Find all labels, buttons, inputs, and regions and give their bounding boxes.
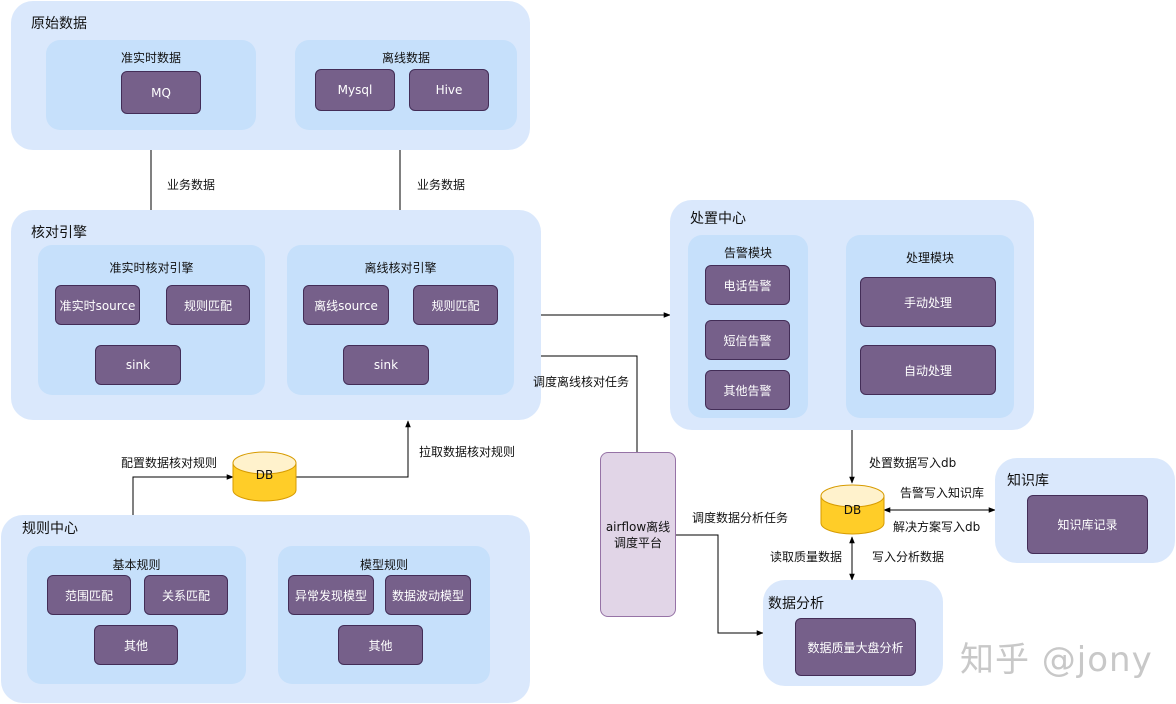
label-read-quality: 读取质量数据 — [770, 550, 843, 564]
label-write-analysis: 写入分析数据 — [872, 550, 945, 564]
raw-data-panel: 原始数据 准实时数据 MQ 离线数据 Mysql Hive — [11, 1, 530, 150]
quality-dashboard-node[interactable]: 数据质量大盘分析 — [795, 618, 916, 676]
arrow-db-to-engine — [296, 420, 411, 478]
basic-rules-group: 基本规则 范围匹配 关系匹配 其他 — [27, 546, 246, 684]
offline-source-node[interactable]: 离线source — [303, 285, 389, 325]
db-right-cylinder — [820, 484, 885, 535]
db-left-cylinder — [232, 451, 297, 502]
alarm-module-group: 告警模块 电话告警 短信告警 其他告警 — [688, 235, 808, 418]
handle-module-group: 处理模块 手动处理 自动处理 — [846, 235, 1014, 418]
mq-node[interactable]: MQ — [121, 71, 201, 114]
other-alarm-node[interactable]: 其他告警 — [705, 370, 790, 410]
offline-engine-title: 离线核对引擎 — [364, 261, 437, 275]
raw-data-title: 原始数据 — [31, 16, 87, 32]
sms-alarm-node[interactable]: 短信告警 — [705, 320, 790, 360]
basic-rules-title: 基本规则 — [112, 558, 161, 572]
knowledge-panel: 知识库 知识库记录 — [995, 458, 1175, 563]
label-config-rules: 配置数据核对规则 — [121, 456, 218, 470]
label-schedule-offline: 调度离线核对任务 — [533, 375, 630, 389]
knowledge-title: 知识库 — [1007, 473, 1049, 489]
hive-node[interactable]: Hive — [409, 69, 489, 111]
rules-panel: 规则中心 基本规则 范围匹配 关系匹配 其他 模型规则 异常发现模型 数据波动模… — [1, 515, 530, 703]
db-right-label: DB — [843, 503, 862, 517]
label-solution-to-db: 解决方案写入db — [893, 520, 981, 534]
airflow-line1: airflow离线 — [605, 519, 671, 534]
realtime-source-node[interactable]: 准实时source — [55, 285, 140, 325]
airflow-scheduler-node[interactable]: airflow离线 调度平台 — [600, 452, 676, 617]
watermark: 知乎 @jony — [960, 640, 1153, 680]
arrow-rules-to-db — [132, 474, 234, 515]
engine-title: 核对引擎 — [31, 225, 87, 241]
analysis-title: 数据分析 — [768, 596, 824, 612]
alarm-module-title: 告警模块 — [723, 246, 772, 260]
offline-sink-node[interactable]: sink — [343, 345, 429, 385]
offline-match-node[interactable]: 规则匹配 — [413, 285, 498, 325]
label-write-disposal: 处置数据写入db — [869, 456, 957, 470]
realtime-engine-group: 准实时核对引擎 准实时source 规则匹配 sink — [38, 245, 265, 395]
handle-module-title: 处理模块 — [905, 251, 954, 265]
mysql-node[interactable]: Mysql — [315, 69, 395, 111]
relation-match-node[interactable]: 关系匹配 — [144, 575, 228, 615]
model-rules-title: 模型规则 — [359, 558, 408, 572]
model-rules-group: 模型规则 异常发现模型 数据波动模型 其他 — [278, 546, 490, 684]
airflow-line2: 调度平台 — [613, 535, 662, 550]
engine-panel: 核对引擎 准实时核对引擎 准实时source 规则匹配 sink 离线核对引擎 … — [11, 210, 541, 420]
fluctuation-model-node[interactable]: 数据波动模型 — [385, 575, 471, 615]
db-left-label: DB — [255, 468, 274, 482]
rules-title: 规则中心 — [22, 521, 78, 537]
range-match-node[interactable]: 范围匹配 — [47, 575, 131, 615]
anomaly-model-node[interactable]: 异常发现模型 — [288, 575, 374, 615]
arrow-airflow-to-analysis — [676, 534, 764, 636]
realtime-engine-title: 准实时核对引擎 — [109, 261, 194, 275]
auto-handle-node[interactable]: 自动处理 — [860, 345, 996, 395]
model-other-node[interactable]: 其他 — [338, 625, 423, 665]
manual-handle-node[interactable]: 手动处理 — [860, 277, 996, 327]
realtime-match-node[interactable]: 规则匹配 — [166, 285, 250, 325]
realtime-data-title: 准实时数据 — [120, 51, 181, 65]
label-pull-rules: 拉取数据核对规则 — [419, 445, 516, 459]
label-business-data-1: 业务数据 — [167, 178, 216, 192]
realtime-sink-node[interactable]: sink — [95, 345, 181, 385]
label-business-data-2: 业务数据 — [417, 178, 466, 192]
label-schedule-analysis: 调度数据分析任务 — [692, 511, 789, 525]
offline-data-group: 离线数据 Mysql Hive — [295, 40, 517, 130]
disposal-panel: 处置中心 告警模块 电话告警 短信告警 其他告警 处理模块 手动处理 自动处理 — [670, 200, 1034, 430]
offline-engine-group: 离线核对引擎 离线source 规则匹配 sink — [287, 245, 514, 395]
arrow-airflow-to-engine — [513, 353, 638, 452]
phone-alarm-node[interactable]: 电话告警 — [705, 265, 790, 305]
offline-data-title: 离线数据 — [381, 51, 430, 65]
knowledge-record-node[interactable]: 知识库记录 — [1027, 495, 1148, 554]
analysis-panel: 数据分析 数据质量大盘分析 — [763, 580, 943, 686]
disposal-title: 处置中心 — [690, 211, 746, 227]
basic-other-node[interactable]: 其他 — [94, 625, 178, 665]
realtime-data-group: 准实时数据 MQ — [46, 40, 256, 130]
label-alarm-to-kb: 告警写入知识库 — [900, 486, 985, 500]
